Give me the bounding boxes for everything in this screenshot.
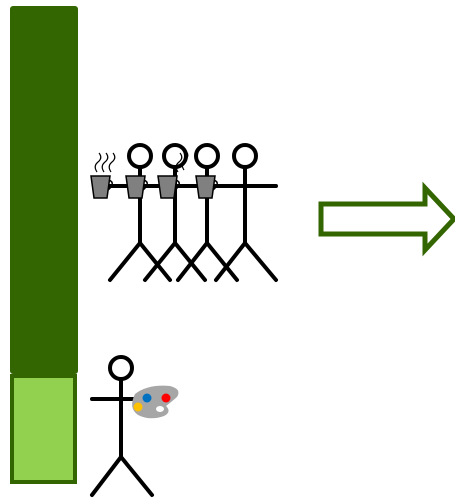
individual-figure [90, 355, 154, 497]
coffee-mug-icon [125, 175, 148, 199]
bar-segment-large [10, 6, 78, 374]
group-of-figures [106, 143, 278, 282]
bar-segment-small [10, 374, 77, 484]
coffee-mug-icon [195, 175, 218, 199]
arrow-right-icon [318, 181, 455, 257]
paint-palette-icon [132, 385, 179, 419]
coffee-mug-icon [157, 150, 189, 199]
stick-figure-4 [213, 143, 278, 282]
coffee-mugs [90, 150, 218, 199]
proportion-bar [10, 6, 78, 484]
coffee-mug-icon [90, 152, 116, 199]
stick-figure-3 [176, 143, 239, 282]
